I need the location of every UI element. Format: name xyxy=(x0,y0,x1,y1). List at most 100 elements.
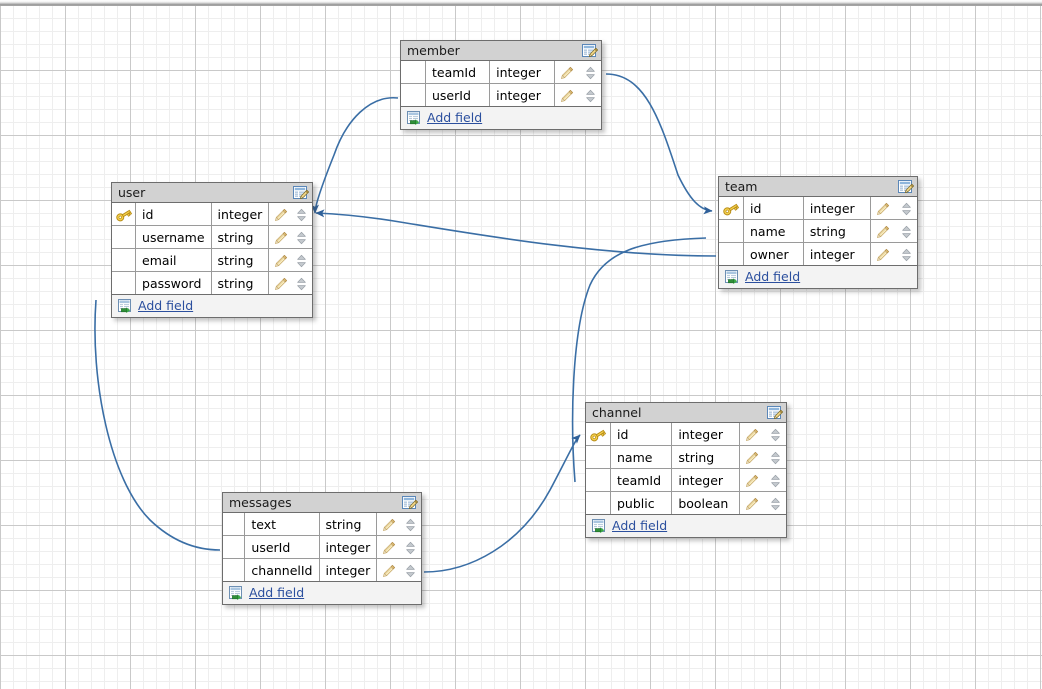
reorder-field-updown-spinner-icon[interactable] xyxy=(291,271,312,295)
field-type[interactable]: integer xyxy=(803,242,872,266)
reorder-field-updown-spinner-icon[interactable] xyxy=(764,491,786,515)
add-field-row-messages[interactable]: Add field xyxy=(223,582,421,604)
edit-table-icon[interactable] xyxy=(767,405,783,421)
relationship-member-userId-to-user-id[interactable] xyxy=(311,97,399,214)
edit-table-icon[interactable] xyxy=(898,179,914,195)
reorder-field-updown-spinner-icon[interactable] xyxy=(764,423,786,446)
add-field-link[interactable]: Add field xyxy=(249,585,305,600)
field-type[interactable]: string xyxy=(803,219,872,243)
field-type[interactable]: string xyxy=(211,225,270,249)
edit-field-pencil-icon[interactable] xyxy=(739,423,764,446)
edit-field-pencil-icon[interactable] xyxy=(870,197,895,220)
field-name[interactable]: id xyxy=(610,423,673,446)
field-name[interactable]: password xyxy=(135,271,212,295)
add-field-row-channel[interactable]: Add field xyxy=(586,515,786,537)
relationship-member-teamId-to-team-id[interactable] xyxy=(605,73,713,215)
reorder-field-updown-spinner-icon[interactable] xyxy=(291,248,312,272)
reorder-field-updown-spinner-icon[interactable] xyxy=(400,513,421,536)
edit-field-pencil-icon[interactable] xyxy=(739,468,764,492)
field-name[interactable]: name xyxy=(743,219,804,243)
edit-field-pencil-icon[interactable] xyxy=(554,83,579,107)
table-header-member[interactable]: member xyxy=(401,41,601,61)
field-type[interactable]: string xyxy=(671,445,740,469)
add-field-row-team[interactable]: Add field xyxy=(719,266,917,288)
edit-field-pencil-icon[interactable] xyxy=(870,219,895,243)
field-name[interactable]: channelId xyxy=(244,558,320,582)
add-field-row-member[interactable]: Add field xyxy=(401,107,601,129)
reorder-field-updown-spinner-icon[interactable] xyxy=(895,242,917,266)
field-name[interactable]: text xyxy=(244,513,320,536)
add-field-link[interactable]: Add field xyxy=(745,269,801,284)
field-name[interactable]: teamId xyxy=(610,468,673,492)
field-name[interactable]: email xyxy=(135,248,212,272)
add-field-icon[interactable] xyxy=(725,269,740,285)
reorder-field-updown-spinner-icon[interactable] xyxy=(579,61,601,84)
edit-table-icon[interactable] xyxy=(293,185,309,201)
edit-field-pencil-icon[interactable] xyxy=(739,491,764,515)
reorder-field-updown-spinner-icon[interactable] xyxy=(291,203,312,226)
table-header-user[interactable]: user xyxy=(112,183,312,203)
field-type[interactable]: integer xyxy=(671,423,740,446)
reorder-field-updown-spinner-icon[interactable] xyxy=(400,535,421,559)
reorder-field-updown-spinner-icon[interactable] xyxy=(291,225,312,249)
field-type[interactable]: string xyxy=(319,513,378,536)
edit-field-pencil-icon[interactable] xyxy=(268,248,292,272)
field-type[interactable]: integer xyxy=(489,83,555,107)
field-name[interactable]: name xyxy=(610,445,673,469)
edit-field-pencil-icon[interactable] xyxy=(376,535,401,559)
edit-field-pencil-icon[interactable] xyxy=(376,558,401,582)
add-field-icon[interactable] xyxy=(592,518,607,534)
field-name[interactable]: owner xyxy=(743,242,804,266)
field-name[interactable]: username xyxy=(135,225,212,249)
edit-field-pencil-icon[interactable] xyxy=(268,225,292,249)
add-field-icon[interactable] xyxy=(229,585,244,601)
reorder-field-updown-spinner-icon[interactable] xyxy=(400,558,421,582)
field-name[interactable]: teamId xyxy=(425,61,491,84)
field-type[interactable]: integer xyxy=(803,197,872,220)
add-field-icon[interactable] xyxy=(118,298,133,314)
edit-field-pencil-icon[interactable] xyxy=(268,271,292,295)
reorder-field-updown-spinner-icon[interactable] xyxy=(895,219,917,243)
add-field-icon[interactable] xyxy=(407,110,422,126)
field-name[interactable]: id xyxy=(743,197,804,220)
table-header-messages[interactable]: messages xyxy=(223,493,421,513)
edit-table-icon[interactable] xyxy=(582,43,598,59)
edit-field-pencil-icon[interactable] xyxy=(376,513,401,536)
relationship-team-owner-to-user-id[interactable] xyxy=(315,209,717,257)
field-name[interactable]: public xyxy=(610,491,673,515)
add-field-link[interactable]: Add field xyxy=(138,298,194,313)
edit-table-icon[interactable] xyxy=(402,495,418,511)
field-name[interactable]: userId xyxy=(244,535,320,559)
field-type[interactable]: integer xyxy=(211,203,270,226)
table-header-team[interactable]: team xyxy=(719,177,917,197)
reorder-field-updown-spinner-icon[interactable] xyxy=(895,197,917,220)
relationship-messages-channelId-to-channel-id[interactable] xyxy=(423,434,581,573)
field-type[interactable]: integer xyxy=(671,468,740,492)
table-header-channel[interactable]: channel xyxy=(586,403,786,423)
edit-field-pencil-icon[interactable] xyxy=(268,203,292,226)
edit-field-pencil-icon[interactable] xyxy=(739,445,764,469)
edit-field-pencil-icon[interactable] xyxy=(554,61,579,84)
field-type[interactable]: integer xyxy=(319,535,378,559)
field-type[interactable]: integer xyxy=(489,61,555,84)
field-name[interactable]: id xyxy=(135,203,212,226)
